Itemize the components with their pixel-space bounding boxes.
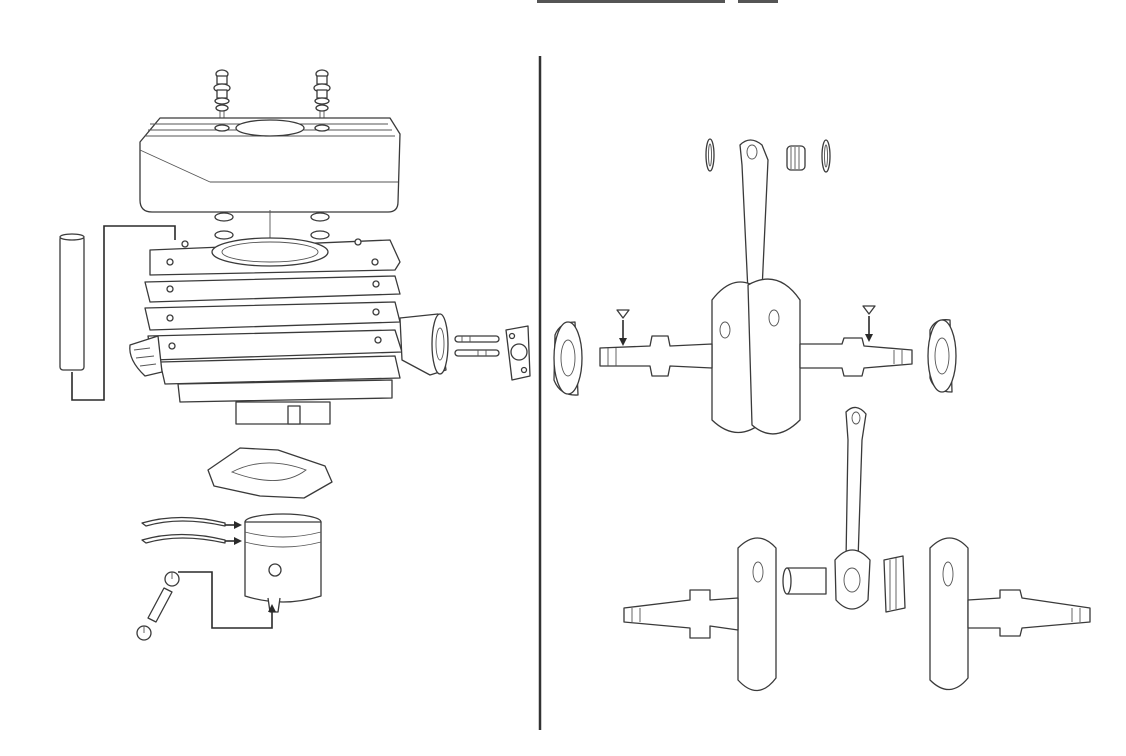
circlip-icon [136,625,152,641]
cylinder-head [139,117,401,252]
wrist-pin-and-clips [136,571,180,641]
oil-drop-icon [862,305,876,342]
exploded-crankshaft [623,406,1091,692]
piston-rings [141,516,242,545]
cylinder-body [129,237,449,425]
crankshaft-assembly [599,139,913,435]
loose-pin [59,225,176,401]
circlip-icon [164,571,180,587]
oil-point-markers [616,305,876,346]
piston [178,513,322,629]
head-washers [214,212,330,240]
oil-drop-icon [616,309,630,346]
upper-small-parts [705,138,831,173]
cylinder-head-bolts [213,69,331,130]
scan-mark [537,0,778,3]
main-bearings [553,319,957,396]
exhaust-studs [454,335,500,357]
exhaust-gasket [505,325,531,381]
base-gasket [207,447,333,499]
